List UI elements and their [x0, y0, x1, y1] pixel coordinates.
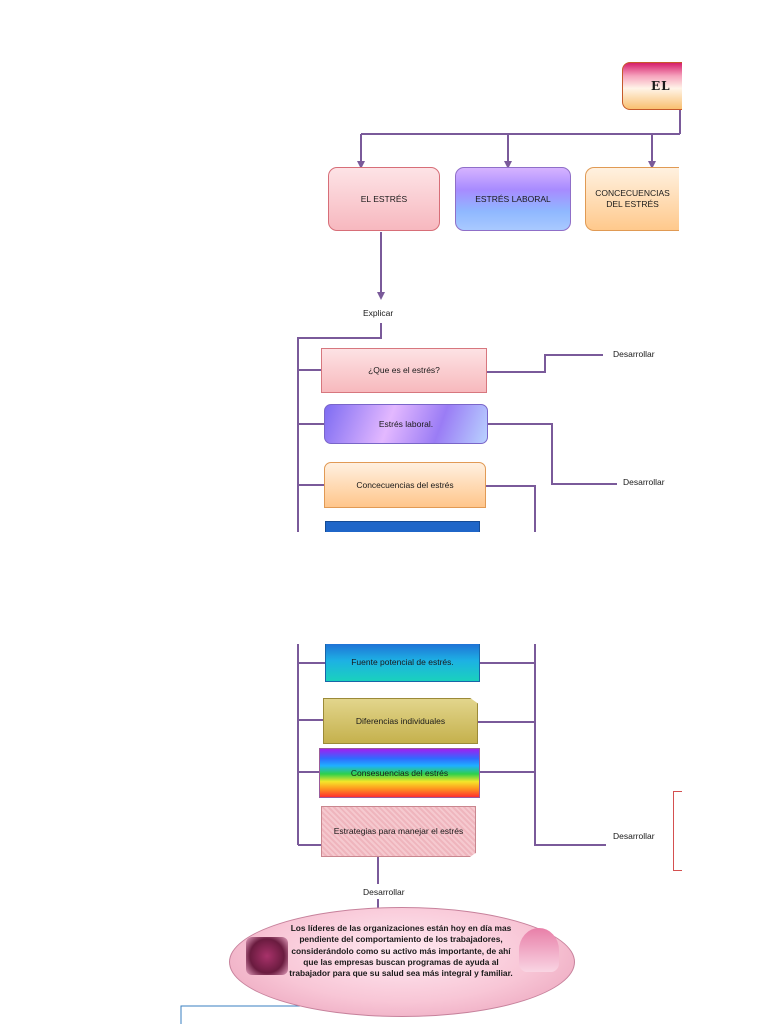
- label-desarrollar-1: Desarrollar: [613, 349, 655, 359]
- node-concecuencias-label: CONCECUENCIAS DEL ESTRÉS: [595, 188, 670, 209]
- decorative-image-left: [246, 937, 288, 975]
- node-que-es-el-estres: ¿Que es el estrés?: [321, 348, 487, 393]
- label-desarrollar-4: Desarrollar: [363, 887, 405, 897]
- summary-text: Los líderes de las organizaciones están …: [289, 923, 513, 979]
- main-title: EL: [622, 62, 682, 110]
- conn-right-spine-lower: [534, 644, 606, 846]
- label-explicar: Explicar: [363, 308, 394, 318]
- node-diferencias-individuales: Diferencias individuales: [323, 698, 478, 744]
- node-concecuencias-sub: Concecuencias del estrés: [324, 462, 486, 508]
- page-break-gap: [0, 532, 768, 644]
- partial-red-box: [673, 791, 682, 871]
- label-desarrollar-3: Desarrollar: [613, 831, 655, 841]
- conn-s3-right: [486, 485, 536, 532]
- node-estres-laboral-sub: Estrés laboral.: [324, 404, 488, 444]
- node-consesuencias: Consesuencias del estrés: [319, 748, 480, 798]
- conn-s1-desarrollar: [487, 354, 603, 373]
- node-concecuencias: CONCECUENCIAS DEL ESTRÉS: [585, 167, 679, 231]
- conn-s2-desarrollar: [488, 423, 617, 485]
- explicar-bracket: [297, 323, 382, 532]
- node-el-estres: EL ESTRÉS: [328, 167, 440, 231]
- node-estrategias-label: Estrategias para manejar el estrés: [333, 826, 464, 837]
- blue-connector: [180, 1005, 300, 1024]
- decorative-image-right: [519, 928, 559, 972]
- node-fuente-potencial: Fuente potencial de estrés.: [325, 644, 480, 682]
- node-estres-laboral: ESTRÉS LABORAL: [455, 167, 571, 231]
- node-estrategias: Estrategias para manejar el estrés: [321, 806, 476, 857]
- label-desarrollar-2: Desarrollar: [623, 477, 665, 487]
- node-blue-partial: [325, 521, 480, 532]
